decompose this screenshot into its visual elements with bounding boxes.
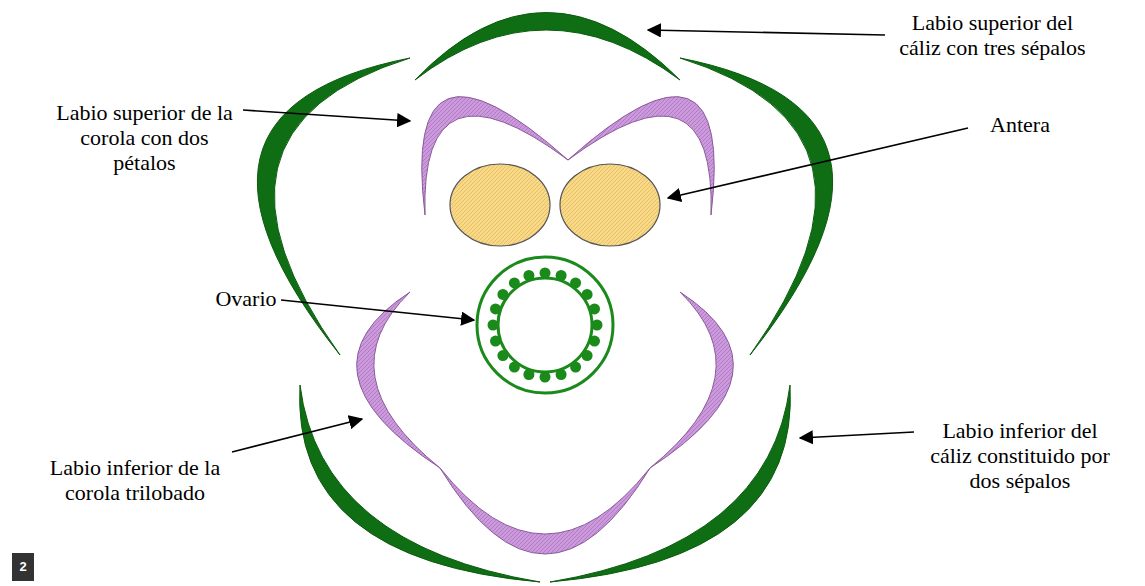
sepal bbox=[550, 385, 790, 582]
part-label: Antera bbox=[975, 112, 1065, 137]
leader-arrow bbox=[281, 300, 474, 320]
leader-arrow bbox=[232, 419, 362, 452]
anther bbox=[560, 164, 660, 246]
ovary-wall bbox=[477, 257, 613, 393]
petal-lobe bbox=[357, 292, 440, 468]
part-label: Labio superior de la corola con dos péta… bbox=[52, 100, 237, 175]
anther bbox=[450, 164, 550, 246]
part-label: Labio inferior del cáliz constituido por… bbox=[925, 418, 1115, 493]
ovary-locule bbox=[498, 278, 592, 372]
leader-arrow bbox=[668, 128, 968, 198]
part-label: Labio superior del cáliz con tres sépalo… bbox=[895, 10, 1090, 60]
petal-lobe bbox=[440, 468, 650, 554]
ovary bbox=[477, 257, 613, 393]
sepal bbox=[415, 13, 680, 81]
part-label: Ovario bbox=[212, 286, 280, 311]
part-label: Labio inferior de la corola trilobado bbox=[45, 455, 225, 505]
leader-arrow bbox=[648, 30, 885, 35]
ovules bbox=[488, 268, 603, 383]
petal-lobe bbox=[650, 292, 733, 468]
page-number-box: 2 bbox=[12, 553, 34, 581]
sepal bbox=[300, 385, 540, 582]
leader-arrow bbox=[800, 432, 914, 438]
page-number: 2 bbox=[19, 559, 26, 575]
leader-arrow bbox=[243, 110, 410, 121]
